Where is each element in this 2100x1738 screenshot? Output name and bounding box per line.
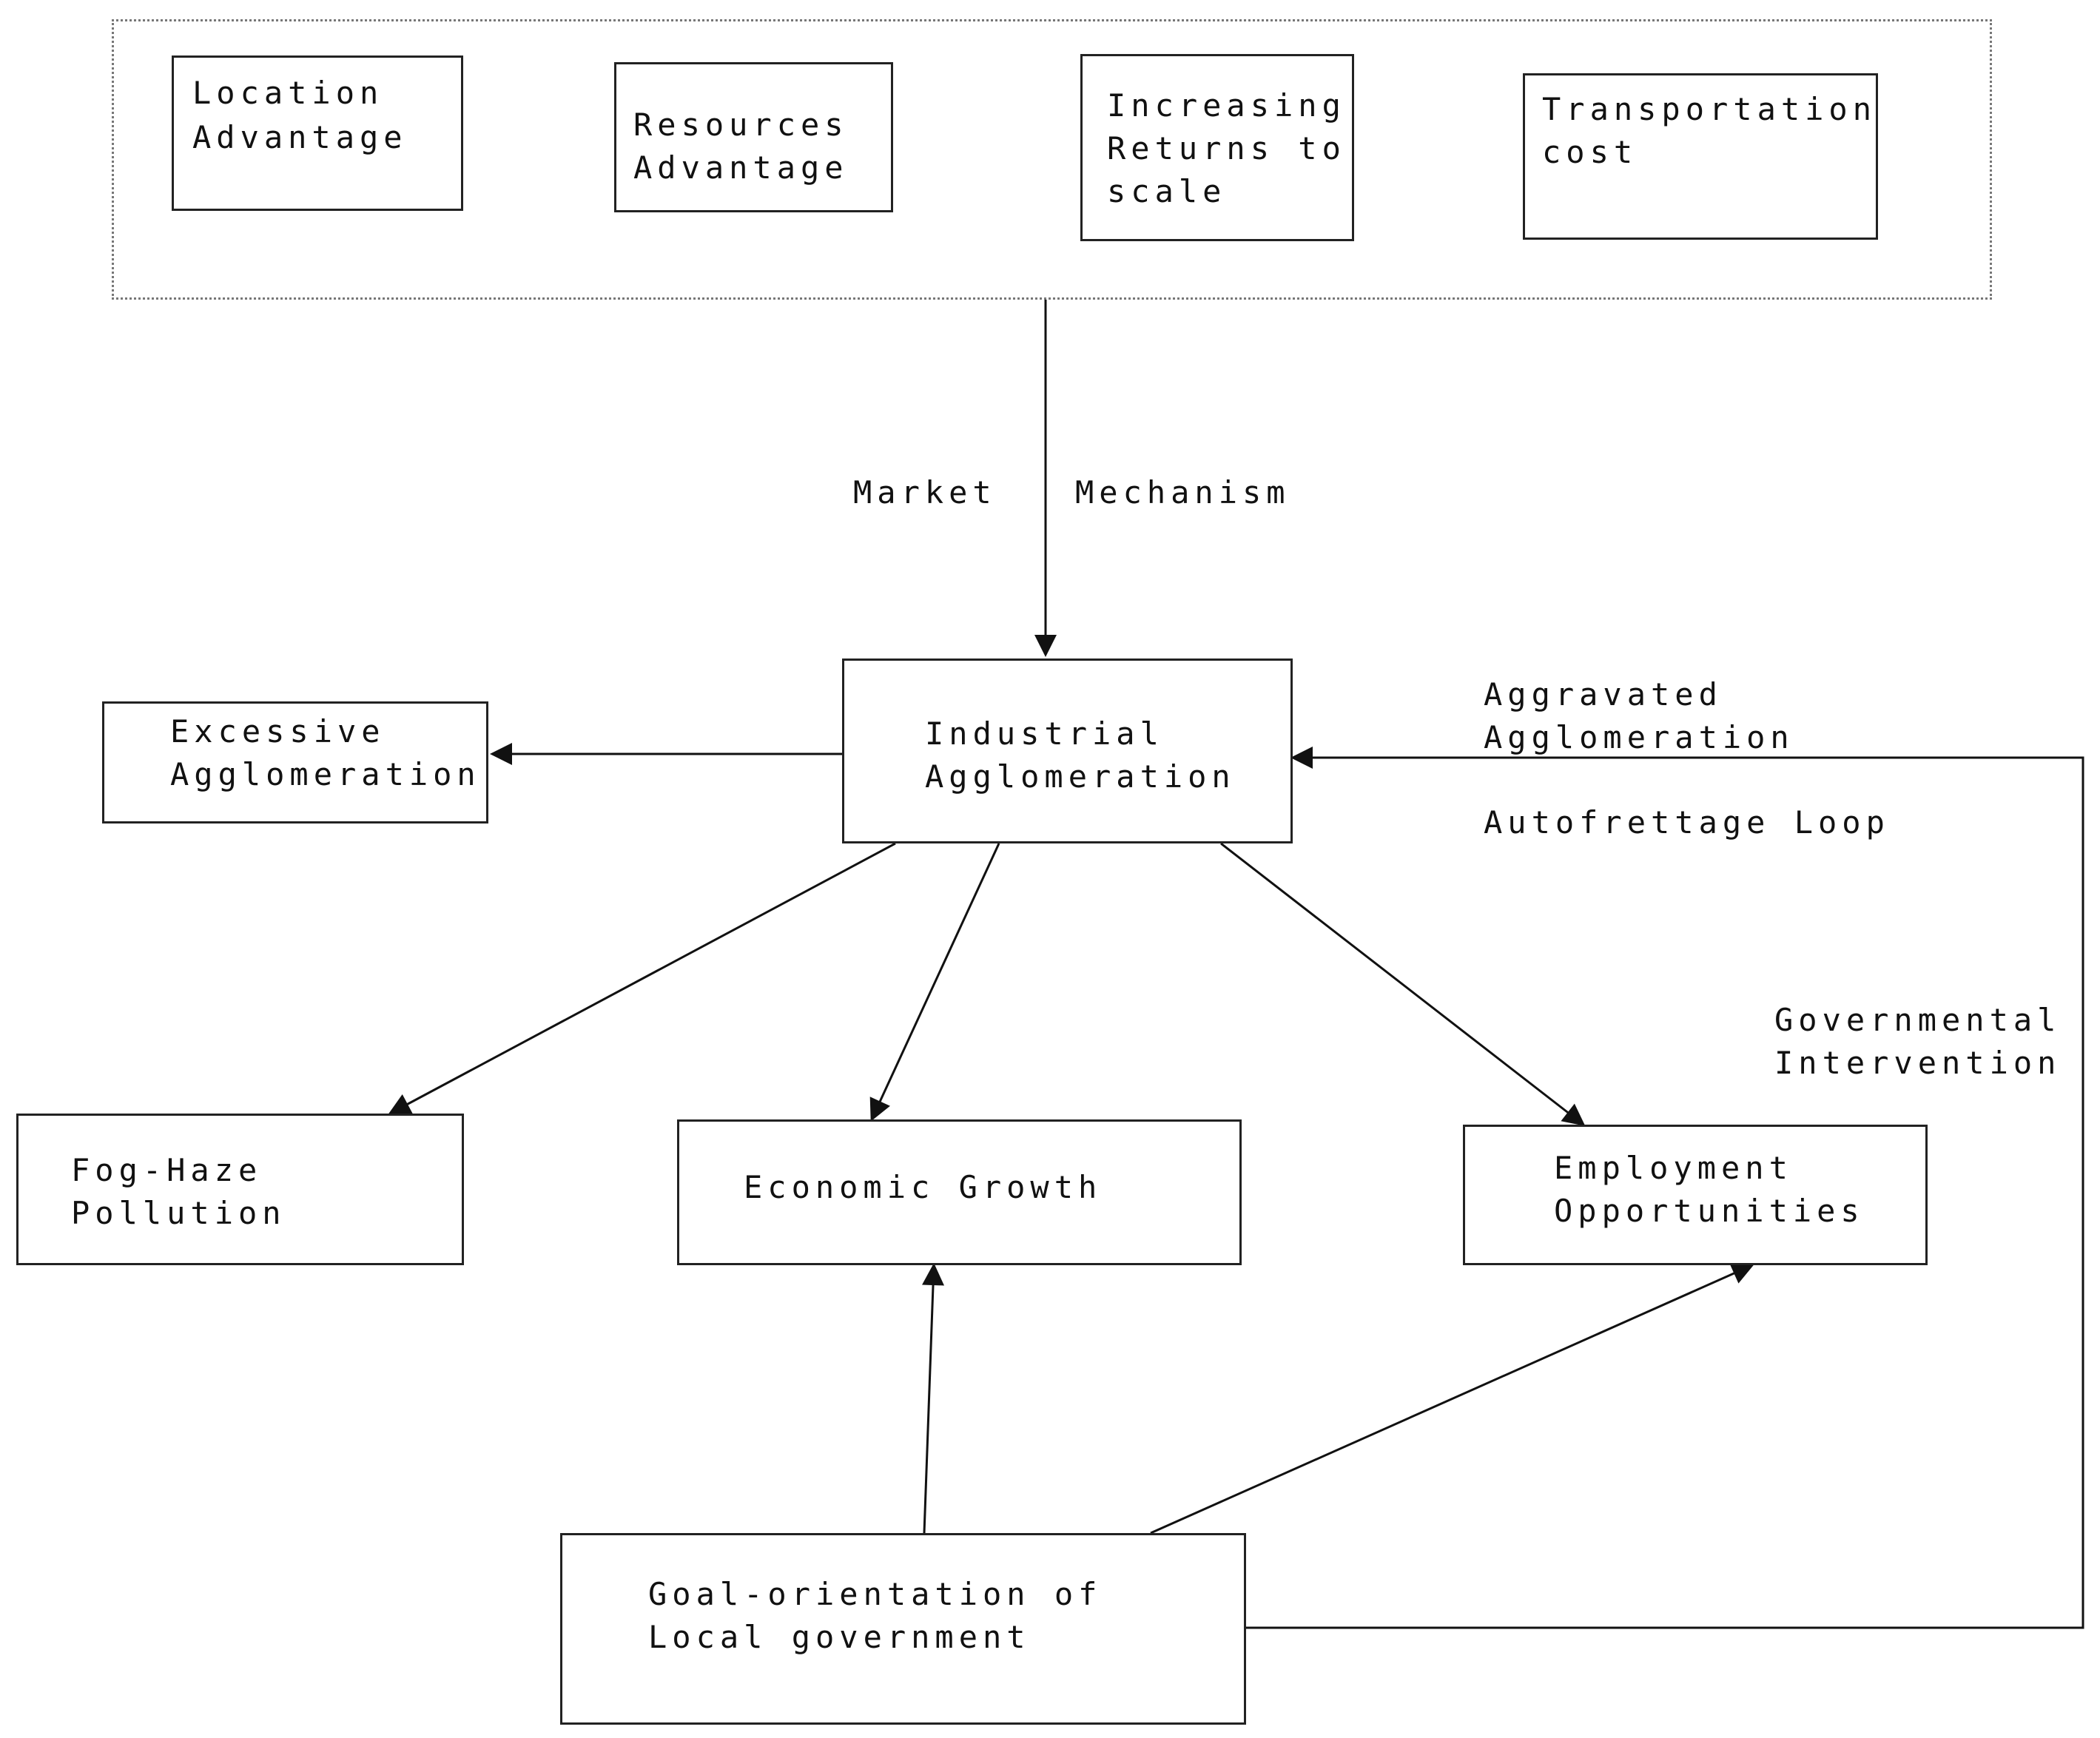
- fog-haze-pollution-label-line1: Fog-Haze: [71, 1152, 263, 1188]
- resources-advantage-box: [614, 62, 893, 212]
- industrial-agglomeration-label-line1: Industrial: [925, 715, 1164, 752]
- autofrettage-loop-label: Autofrettage Loop: [1484, 804, 1890, 841]
- aggravated-agglomeration-label-line1: Aggravated: [1484, 676, 1723, 713]
- employment-opportunities-label-line1: Employment: [1554, 1150, 1793, 1186]
- increasing-returns-label-line3: scale: [1107, 173, 1227, 209]
- resources-advantage-label-line1: Resources: [633, 107, 849, 143]
- increasing-returns-box: [1080, 54, 1354, 241]
- increasing-returns-label-line1: Increasing: [1107, 87, 1346, 124]
- arrow-to-fog-haze: [388, 842, 896, 1115]
- excessive-agglomeration-box: [102, 701, 488, 823]
- arrow-goal-to-employment: [1150, 1263, 1754, 1535]
- arrow-to-employment: [1220, 842, 1586, 1126]
- fog-haze-pollution-label-line2: Pollution: [71, 1195, 286, 1231]
- arrow-to-economic-growth: [869, 843, 1000, 1122]
- location-advantage-box: [172, 55, 463, 211]
- increasing-returns-label-line2: Returns to: [1107, 130, 1346, 166]
- local-government-label-line2: Local government: [648, 1619, 1031, 1655]
- excessive-agglomeration-label-line1: Excessive: [170, 713, 386, 750]
- transportation-cost-label-line2: cost: [1542, 134, 1638, 170]
- local-government-label-line1: Goal-orientation of: [648, 1576, 1103, 1612]
- industrial-agglomeration-label-line2: Agglomeration: [925, 758, 1236, 795]
- market-label: Market: [853, 474, 997, 511]
- industrial-agglomeration-box: [842, 659, 1293, 843]
- economic-growth-label: Economic Growth: [744, 1169, 1103, 1205]
- location-advantage-label-line2: Advantage: [192, 119, 408, 155]
- employment-opportunities-box: [1463, 1125, 1928, 1265]
- excessive-agglomeration-label-line2: Agglomeration: [170, 756, 481, 792]
- economic-growth-box: [677, 1119, 1242, 1265]
- fog-haze-pollution-box: [16, 1114, 464, 1265]
- transportation-cost-label-line1: Transportation: [1542, 91, 1877, 127]
- transportation-cost-box: [1523, 73, 1878, 240]
- factors-group: [112, 19, 1992, 300]
- employment-opportunities-label-line2: Opportunities: [1554, 1193, 1865, 1229]
- aggravated-agglomeration-label-line2: Agglomeration: [1484, 719, 1794, 755]
- governmental-intervention-label-line2: Intervention: [1774, 1045, 2062, 1081]
- governmental-intervention-label-line1: Governmental: [1774, 1002, 2062, 1038]
- mechanism-label: Mechanism: [1075, 474, 1290, 511]
- resources-advantage-label-line2: Advantage: [633, 149, 849, 186]
- location-advantage-label-line1: Location: [192, 75, 384, 111]
- feedback-loop-line: [1246, 747, 2084, 1629]
- arrow-goal-to-economic: [922, 1263, 945, 1534]
- local-government-box: [560, 1533, 1246, 1725]
